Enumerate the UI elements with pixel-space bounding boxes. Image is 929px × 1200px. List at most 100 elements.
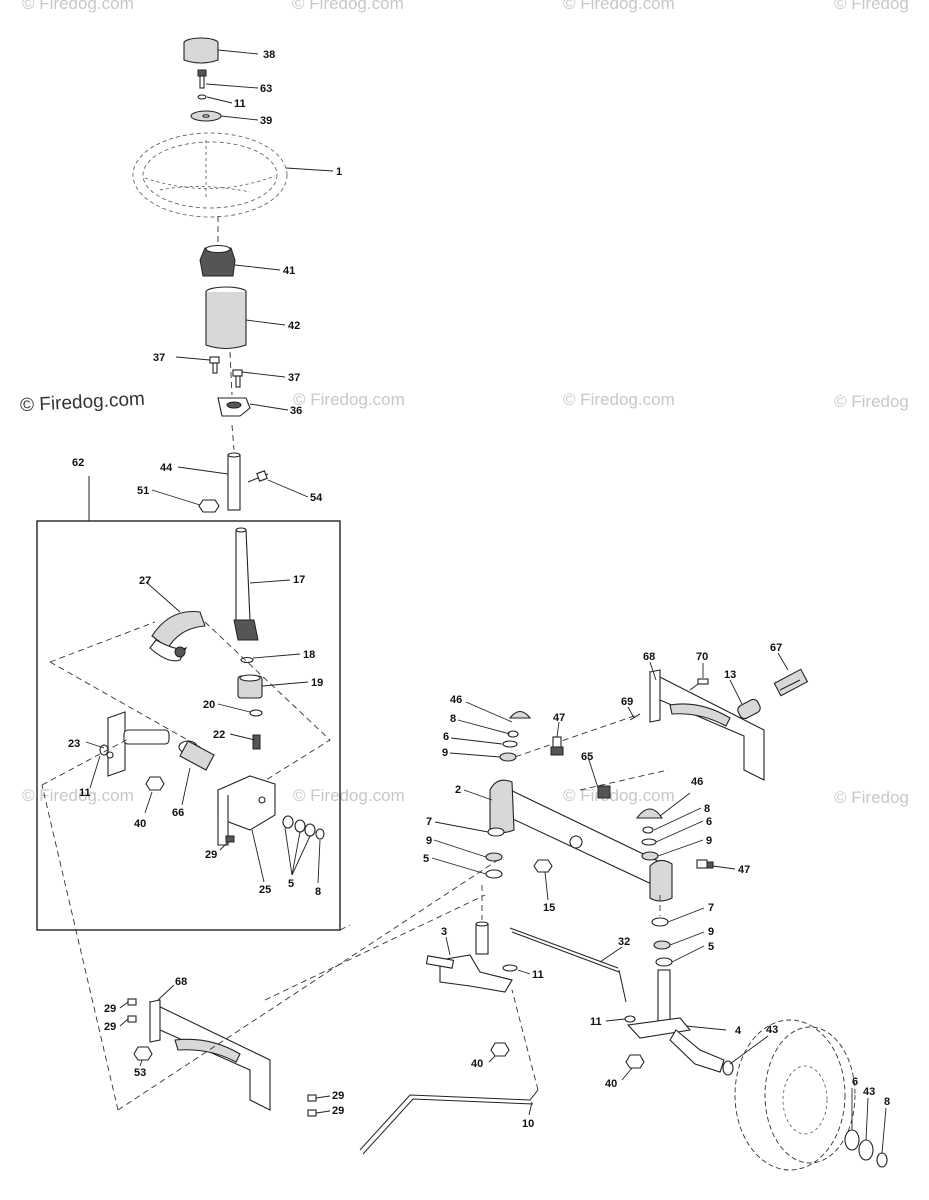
washer-9 [499, 752, 517, 762]
grease-fitting-47b [696, 859, 714, 869]
callout: 7 [708, 902, 714, 914]
frame-bracket-68b [149, 999, 271, 1111]
washer-6b [641, 838, 657, 846]
callout: 29 [205, 849, 217, 861]
callout: 1 [336, 166, 342, 178]
callout: 41 [283, 265, 295, 277]
kit-box [36, 520, 341, 931]
watermark: © Firedog [834, 788, 909, 807]
spindle-4 [626, 969, 734, 1076]
callout: 68 [175, 976, 187, 988]
callout: 11 [532, 969, 544, 981]
callout: 27 [139, 575, 151, 587]
dust-cap-46 [508, 710, 532, 719]
callout: 42 [288, 320, 300, 332]
washer-7 [487, 827, 505, 837]
spindle-3 [425, 921, 513, 993]
watermark: © Firedog.com [22, 786, 134, 805]
callout: 43 [863, 1086, 875, 1098]
callout: 11 [234, 98, 246, 110]
callout-labels: 38 63 11 39 1 41 42 37 37 36 62 44 51 54… [68, 49, 890, 1130]
callout: 19 [311, 677, 323, 689]
nut-40 [145, 776, 165, 791]
callout: 54 [310, 492, 323, 504]
callout: 9 [442, 747, 448, 759]
callout: 37 [288, 372, 300, 384]
frame-bracket-68 [649, 669, 765, 781]
callout: 9 [706, 835, 712, 847]
sector-gear-27 [149, 610, 206, 662]
nut-53 [133, 1046, 153, 1061]
nut-40b [490, 1042, 510, 1057]
watermark: © Firedog.com [563, 786, 675, 805]
callout: 29 [104, 1003, 116, 1015]
watermark: © Firedog [834, 0, 909, 13]
callout: 47 [553, 712, 565, 724]
callout: 13 [724, 669, 736, 681]
callout: 23 [68, 738, 80, 750]
callout: 40 [134, 818, 146, 830]
bolt-37b [232, 369, 243, 388]
washer-6e [844, 1129, 860, 1151]
washer-39 [190, 110, 222, 122]
washer-6 [502, 740, 518, 748]
washer-11 [197, 94, 207, 100]
axle-2 [489, 779, 673, 902]
watermark: © Firedog.com [293, 390, 405, 409]
callout: 39 [260, 115, 272, 127]
callout: 6 [852, 1076, 858, 1088]
bushing-65 [597, 785, 611, 799]
watermark: © Firedog.com [292, 0, 404, 13]
callout: 7 [426, 816, 432, 828]
washer-43e [858, 1139, 874, 1161]
bolt-70 [689, 678, 709, 691]
callout: 37 [153, 352, 165, 364]
callout: 29 [332, 1090, 344, 1102]
callout: 17 [293, 574, 305, 586]
pin-8b [642, 826, 654, 834]
callout: 15 [543, 902, 555, 914]
steering-wheel [132, 132, 288, 218]
leader-lines [85, 49, 887, 1154]
bolts-29-right [307, 1094, 317, 1117]
pinion-19 [237, 674, 263, 699]
callout: 8 [704, 803, 710, 815]
callout: 46 [691, 776, 703, 788]
callout: 2 [455, 784, 461, 796]
callout: 6 [443, 731, 449, 743]
watermark: © Firedog.com [293, 786, 405, 805]
callout: 25 [259, 884, 271, 896]
dust-cap-46b [635, 808, 664, 819]
washer-9c [485, 852, 503, 862]
pin-8 [507, 730, 519, 738]
callout: 9 [708, 926, 714, 938]
callout: 40 [605, 1078, 617, 1090]
spacer-66 [178, 740, 215, 771]
nut-51 [198, 499, 220, 513]
callout: 11 [590, 1016, 602, 1028]
callout: 65 [581, 751, 593, 763]
watermark: © Firedog.com [563, 0, 675, 13]
bolt-29 [225, 835, 235, 843]
callout: 43 [766, 1024, 778, 1036]
callout: 46 [450, 694, 462, 706]
steering-sleeve [205, 286, 247, 350]
callout: 70 [696, 651, 708, 663]
washer-20 [249, 709, 263, 717]
callout: 4 [735, 1025, 742, 1037]
callout: 36 [290, 405, 302, 417]
callout: 5 [708, 941, 714, 953]
drag-link-32 [509, 927, 627, 1003]
callout: 63 [260, 83, 272, 95]
bracket-25 [217, 775, 276, 846]
callout: 47 [738, 864, 750, 876]
cap-8e [876, 1152, 888, 1168]
callout: 38 [263, 49, 275, 61]
callout: 51 [137, 485, 149, 497]
steering-bracket-23 [106, 711, 170, 777]
callout: 5 [423, 853, 429, 865]
steering-cap [183, 37, 219, 64]
steering-shaft-17 [233, 527, 259, 641]
spacer-13 [737, 698, 761, 720]
